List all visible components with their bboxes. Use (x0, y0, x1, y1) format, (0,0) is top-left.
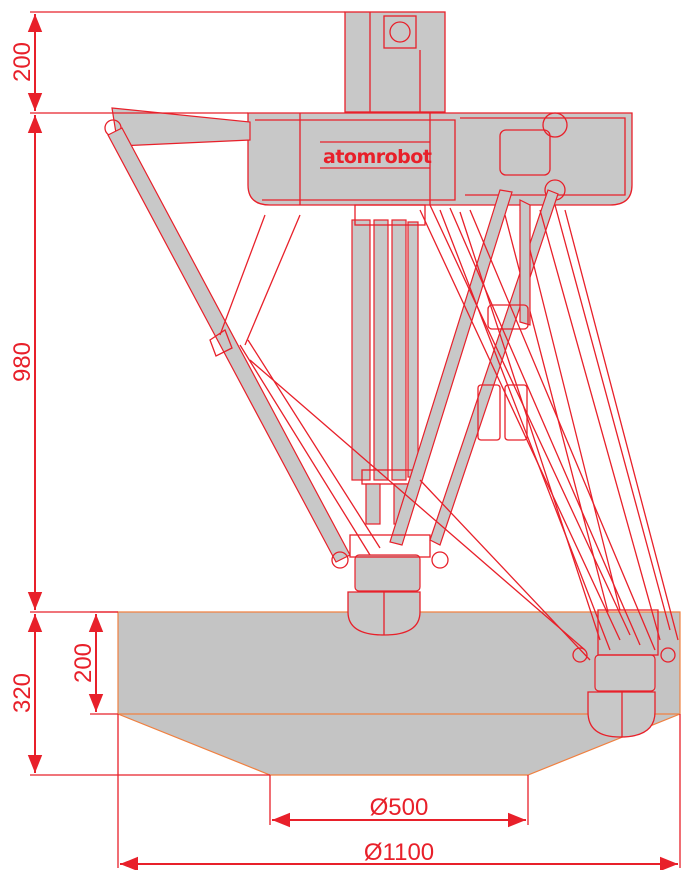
arms-right (249, 199, 679, 661)
dimension-workspace-height (88, 611, 118, 715)
motor-housing (344, 11, 446, 113)
dim-label-980: 980 (9, 342, 36, 382)
robot-base (247, 112, 633, 206)
end-effector-right (572, 609, 676, 738)
dim-label-d500: Ø500 (370, 794, 429, 821)
dim-label-d1100: Ø1100 (364, 839, 434, 866)
dim-label-200-top: 200 (9, 42, 36, 82)
dimension-vertical-left (27, 11, 345, 776)
end-effector-center (331, 534, 449, 636)
dimension-diameter-1100 (117, 714, 681, 870)
dim-label-320: 320 (9, 673, 36, 713)
dimension-diameter-500 (269, 775, 529, 828)
dim-label-200-inner: 200 (70, 643, 97, 683)
brand-logo: atomrobot (323, 146, 432, 168)
